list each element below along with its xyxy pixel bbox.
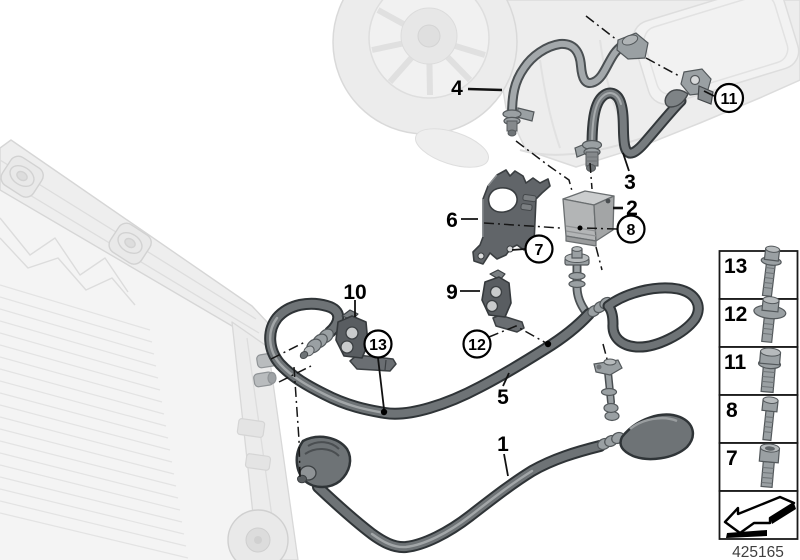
hex-flange-bolt-icon xyxy=(760,245,782,298)
callout-circled-11[interactable]: 11 xyxy=(713,82,745,114)
banjo-fitting-11[interactable] xyxy=(664,68,714,108)
leader-lines xyxy=(354,87,715,477)
callout-3[interactable]: 3 xyxy=(624,171,636,194)
svg-text:11: 11 xyxy=(721,91,738,108)
hose1-radiator-fitting xyxy=(295,435,352,489)
callout-4[interactable]: 4 xyxy=(451,77,463,100)
oil-hose-1[interactable] xyxy=(295,358,695,554)
svg-text:8: 8 xyxy=(726,399,738,422)
svg-text:12: 12 xyxy=(468,337,486,354)
hose5-radiator-fitting xyxy=(299,328,334,360)
callout-circled-8[interactable]: 8 xyxy=(616,214,646,244)
callout-9[interactable]: 9 xyxy=(446,281,458,304)
socket-head-bolt-icon xyxy=(758,443,781,489)
thermostat-2[interactable] xyxy=(562,190,615,247)
fastening-point-dot xyxy=(577,225,583,231)
legend-row-13[interactable]: 13 xyxy=(718,245,799,300)
hex-flange-bolt-icon xyxy=(757,347,782,394)
faded-radiator xyxy=(0,139,299,560)
callout-5[interactable]: 5 xyxy=(497,386,509,409)
svg-text:11: 11 xyxy=(724,351,747,374)
callout-10[interactable]: 10 xyxy=(343,281,366,304)
hex-bolt-icon xyxy=(761,396,779,442)
fastening-point-dot xyxy=(544,340,552,348)
svg-text:12: 12 xyxy=(724,303,747,326)
callout-circled-7[interactable]: 7 xyxy=(524,234,554,264)
callout-circled-12[interactable]: 12 xyxy=(462,329,492,359)
callouts-plain: 4 3 2 6 10 9 5 1 xyxy=(343,77,638,456)
oil-hose-3[interactable] xyxy=(574,87,687,172)
svg-text:8: 8 xyxy=(627,222,636,239)
svg-text:7: 7 xyxy=(726,447,738,470)
legend-direction-cell[interactable] xyxy=(718,490,799,540)
legend-row-8[interactable]: 8 xyxy=(718,394,799,444)
svg-text:13: 13 xyxy=(724,255,747,278)
svg-text:13: 13 xyxy=(369,337,387,354)
faded-transmission xyxy=(332,0,800,168)
bracket-9[interactable] xyxy=(481,269,525,333)
hex-bolt-washer-icon xyxy=(753,296,787,344)
callout-2[interactable]: 2 xyxy=(626,197,638,220)
line5-standpipe[interactable] xyxy=(564,246,591,317)
legend-sidebar: 13 12 11 xyxy=(718,245,799,560)
legend-row-12[interactable]: 12 xyxy=(718,295,799,348)
fastening-point-dot xyxy=(380,408,388,416)
callout-1[interactable]: 1 xyxy=(497,433,509,456)
oil-hose-5[interactable] xyxy=(264,282,704,420)
oil-pipe-4[interactable] xyxy=(502,32,649,137)
legend-row-11[interactable]: 11 xyxy=(718,346,799,396)
diagram-part-number: 425165 xyxy=(732,544,784,560)
callouts-circled: 11 7 8 13 12 xyxy=(363,82,745,359)
direction-arrow-icon xyxy=(723,495,796,538)
callout-circled-13[interactable]: 13 xyxy=(363,329,393,359)
svg-text:7: 7 xyxy=(535,242,544,259)
assembly-axis-lines xyxy=(270,15,682,478)
callout-6[interactable]: 6 xyxy=(446,209,458,232)
legend-row-7[interactable]: 7 xyxy=(718,442,799,492)
